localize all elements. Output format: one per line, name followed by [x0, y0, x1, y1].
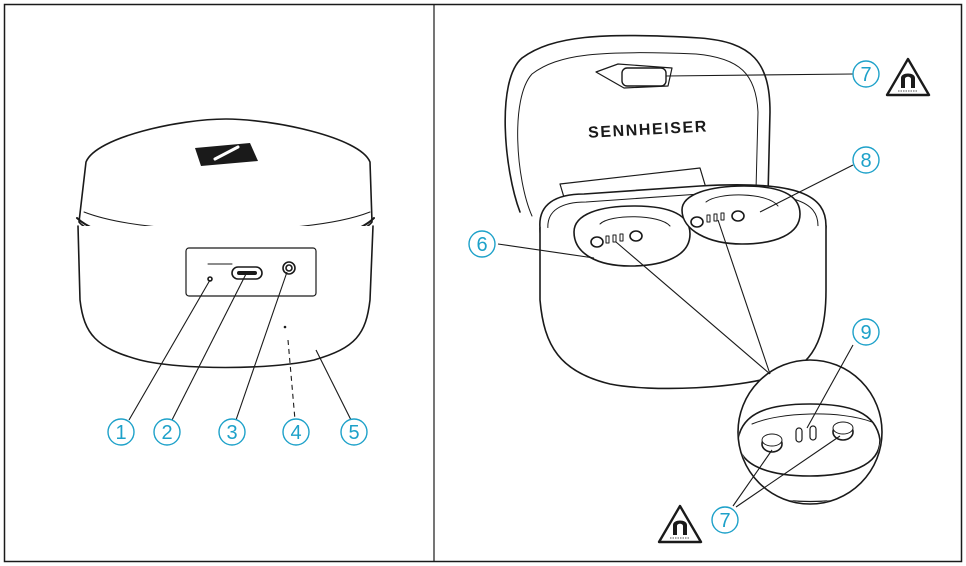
closed-case	[76, 118, 375, 369]
right-leader-lines	[497, 73, 854, 508]
brand-label: SENNHEISER	[588, 118, 709, 141]
callout-3-label: 3	[226, 422, 237, 444]
callout-9-label: 9	[860, 322, 871, 344]
magnet-warning-icon	[885, 57, 931, 97]
callout-7-bottom: 7	[711, 506, 739, 534]
callout-6-label: 6	[476, 234, 487, 256]
open-case-lid	[504, 34, 771, 213]
callout-5-label: 5	[348, 422, 359, 444]
callout-7-top: 7	[852, 60, 880, 88]
callout-7-top-label: 7	[860, 64, 871, 86]
closed-case-lid	[78, 118, 373, 245]
callout-7-bottom-label: 7	[719, 510, 730, 532]
callout-8: 8	[852, 146, 880, 174]
callout-3: 3	[218, 418, 246, 446]
callout-4-label: 4	[290, 422, 301, 444]
open-case-body	[539, 225, 827, 390]
callout-2: 2	[153, 418, 181, 446]
diagram-frame	[3, 3, 963, 563]
callout-9: 9	[852, 318, 880, 346]
magnet-warning-icon	[657, 504, 703, 544]
callout-4: 4	[282, 418, 310, 446]
open-case: SENNHEISER	[504, 34, 827, 390]
left-leader-lines	[128, 271, 352, 421]
contact-detail-magnifier	[737, 359, 883, 505]
callout-2-label: 2	[161, 422, 172, 444]
callout-5: 5	[340, 418, 368, 446]
closed-case-body	[77, 225, 374, 369]
callout-8-label: 8	[860, 150, 871, 172]
callout-1-label: 1	[115, 422, 126, 444]
callout-1: 1	[107, 418, 135, 446]
callout-6: 6	[468, 230, 496, 258]
